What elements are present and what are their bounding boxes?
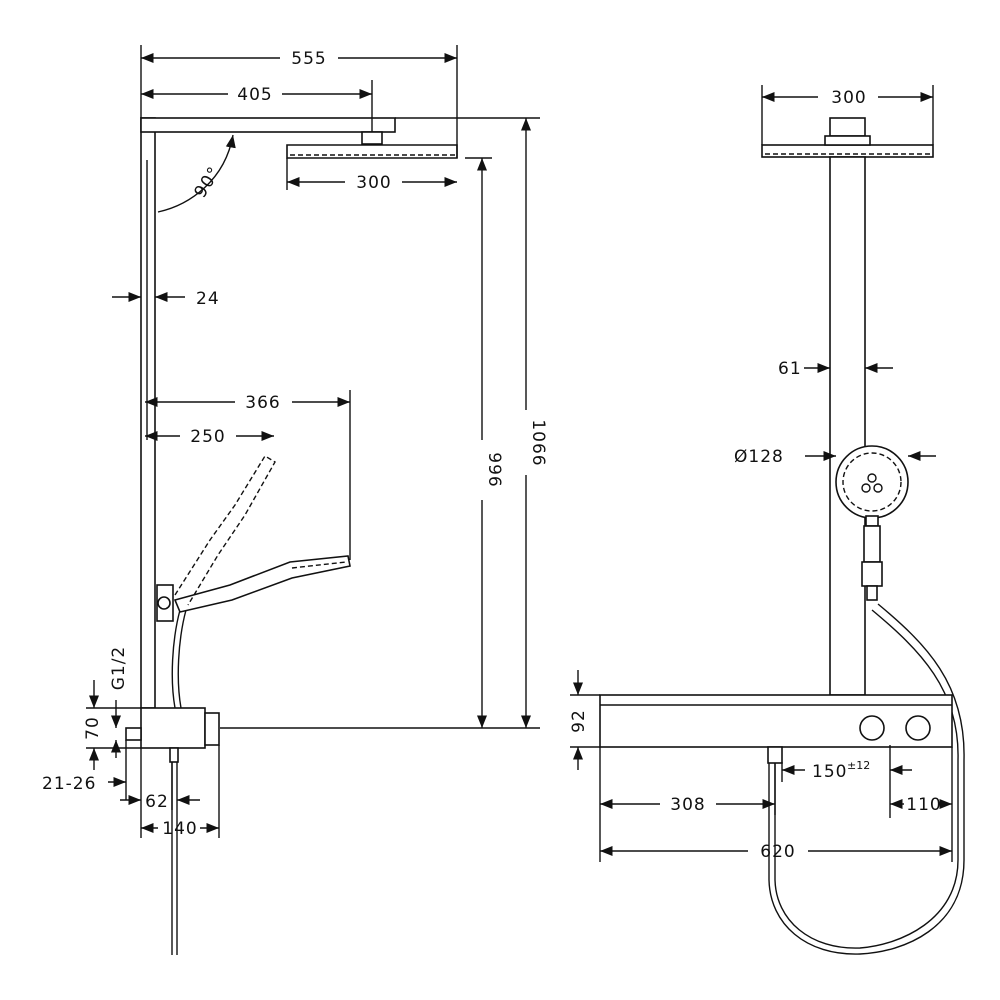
arc-90: [157, 134, 236, 213]
label-128: Ø128: [734, 447, 784, 467]
side-hand-shower: [173, 555, 351, 613]
side-view: 555 405 300 90° 24 366 250 996: [42, 45, 548, 955]
side-hose-loop: [171, 609, 181, 709]
front-riser: [829, 156, 866, 696]
label-150: 150: [812, 762, 847, 782]
front-shelf: [599, 694, 953, 748]
label-366: 366: [245, 393, 280, 413]
label-g12: G1/2: [109, 646, 129, 691]
front-head-connector: [829, 117, 866, 137]
side-hand-shower-face: [291, 561, 347, 569]
side-head-connector: [361, 131, 383, 145]
front-hand-shower-face: [842, 452, 902, 512]
label-110: 110: [906, 795, 941, 815]
side-arm: [140, 117, 396, 133]
label-300-side: 300: [356, 173, 391, 193]
front-holder: [861, 561, 883, 587]
label-2126: 21-26: [42, 774, 96, 794]
side-overhead-head: [286, 144, 458, 159]
label-24: 24: [196, 289, 220, 309]
front-hand-shower-center-3: [867, 473, 877, 483]
label-1066: 1066: [528, 419, 548, 466]
label-300-front: 300: [831, 88, 866, 108]
front-hand-shower-handle: [863, 525, 881, 563]
side-thermostat-knob: [204, 712, 220, 746]
front-holder-stem: [866, 585, 878, 601]
side-outlet-stub: [169, 747, 179, 763]
front-hand-shower-center-2: [873, 483, 883, 493]
front-hose-outer: [774, 609, 959, 949]
label-250: 250: [190, 427, 225, 447]
label-555: 555: [291, 49, 326, 69]
label-308: 308: [670, 795, 705, 815]
label-405: 405: [237, 85, 272, 105]
front-knob-right: [905, 715, 931, 741]
label-70: 70: [83, 716, 103, 740]
label-996: 996: [484, 452, 504, 487]
label-62: 62: [145, 792, 169, 812]
label-620: 620: [760, 842, 795, 862]
front-view: 300 61 Ø128 92 150 ±12 308 110: [569, 85, 965, 955]
side-inlet-stub: [125, 727, 142, 741]
front-overhead-head: [761, 144, 934, 158]
label-140: 140: [162, 819, 197, 839]
front-hand-shower-neck: [865, 515, 879, 527]
front-knob-left: [859, 715, 885, 741]
front-head-connector-base: [824, 135, 871, 146]
front-hose-inner: [768, 603, 965, 955]
side-thermostat: [140, 707, 206, 749]
label-150-tolerance: ±12: [847, 759, 870, 772]
side-hand-shower-alt: [174, 455, 276, 606]
side-hose-loop-2: [177, 609, 187, 709]
front-hand-shower-center-1: [861, 483, 871, 493]
side-riser: [140, 117, 156, 709]
side-holder-knob: [157, 596, 171, 610]
label-61: 61: [778, 359, 802, 379]
front-outlet-stub: [767, 746, 783, 764]
label-92: 92: [569, 709, 589, 733]
